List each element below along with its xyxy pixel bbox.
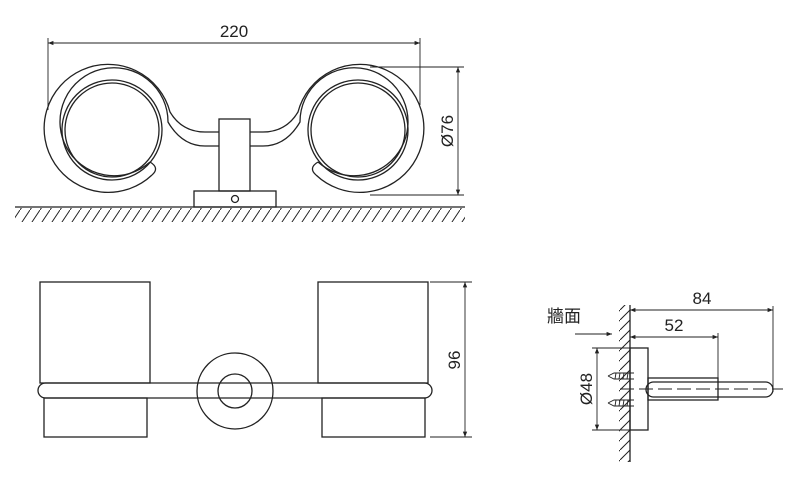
wall-surface-label: 牆面 [547, 307, 581, 326]
ring-diameter-label: Ø76 [438, 115, 457, 147]
side-view: 牆面 84 52 Ø48 [547, 289, 783, 462]
height-label: 96 [445, 351, 464, 370]
right-cup-base [321, 397, 426, 438]
arm [645, 381, 774, 398]
post [218, 118, 251, 192]
left-cup-base [43, 397, 148, 438]
screw-icon [607, 399, 634, 407]
wall-hatching [15, 208, 465, 222]
center-hub [217, 373, 253, 409]
screw-icon [607, 372, 634, 380]
left-cup [39, 281, 151, 384]
right-cup [317, 281, 429, 384]
width-dimension-label: 220 [220, 22, 248, 41]
base-diameter-label: Ø48 [577, 373, 596, 405]
sleeve-length-label: 52 [665, 316, 684, 335]
wall-flange [196, 352, 274, 430]
wall-base [193, 190, 277, 208]
projection-label: 84 [693, 289, 712, 308]
left-ring [43, 63, 219, 193]
top-view: 220 Ø76 [15, 22, 465, 222]
wall-hatching [619, 305, 630, 462]
holder-bar [37, 382, 433, 399]
front-view: 96 [37, 281, 472, 438]
right-ring [250, 63, 425, 193]
screw-hole [230, 194, 240, 204]
